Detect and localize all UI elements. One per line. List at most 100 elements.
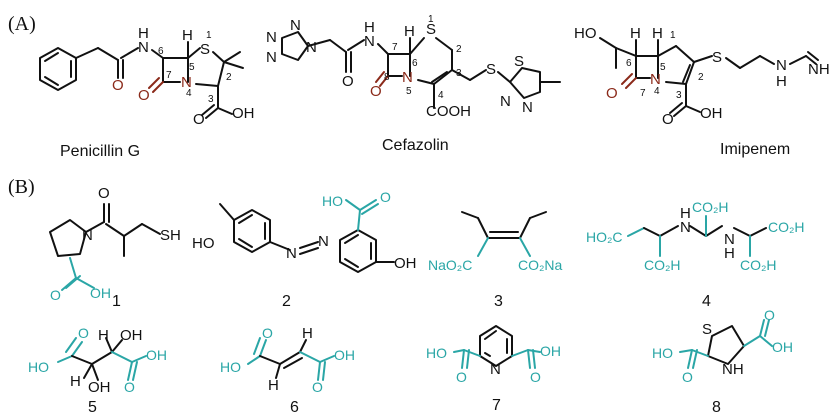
penicillin-g-structure: [39, 41, 244, 119]
cefazolin-num-7: 7: [392, 42, 398, 53]
panel-label-b: (B): [8, 176, 35, 198]
compound-4-label: 4: [702, 293, 711, 310]
compound-5-ho: HO: [28, 359, 49, 375]
compound-4-nh2-n: N: [724, 231, 735, 248]
compound-8-ho: HO: [652, 345, 673, 361]
compound-7-o-left: O: [456, 369, 467, 385]
compound-8-nh: NH: [722, 361, 744, 378]
imipenem-num-2: 2: [698, 72, 704, 83]
cefazolin-num-6: 6: [412, 58, 418, 69]
compound-3-label: 3: [494, 293, 503, 310]
penicillin-num-2: 2: [226, 72, 232, 83]
compound-8-structure: [679, 319, 773, 369]
compound-7-structure: [453, 325, 541, 369]
cefazolin-num-5: 5: [406, 86, 412, 97]
compound-7-n: N: [490, 361, 501, 378]
cefazolin-structure: [281, 31, 561, 109]
compound-1-label: 1: [112, 293, 121, 310]
imipenem-num-5: 5: [660, 62, 666, 73]
cefazolin-cooh: COOH: [426, 103, 471, 120]
imipenem-acid-oh: OH: [700, 105, 723, 122]
imipenem-s: S: [712, 49, 722, 66]
compound-6-o-right: O: [312, 379, 323, 395]
compound-1-structure: [49, 203, 161, 291]
compound-3-nao2c: NaO₂C: [428, 257, 472, 273]
cefazolin-thiadiazole-n1: N: [500, 93, 511, 110]
compound-4-co2h-right: CO₂H: [768, 219, 805, 235]
compound-2-label: 2: [282, 293, 291, 310]
compound-2-ho: HO: [192, 235, 215, 252]
penicillin-amide-n: N: [138, 39, 149, 56]
cefazolin-tetrazole-n1: N: [266, 29, 277, 46]
imipenem-name: Imipenem: [720, 141, 790, 158]
cefazolin-amide-n: N: [364, 33, 375, 50]
imipenem-n-h-h: H: [776, 73, 787, 90]
imipenem-ho: HO: [574, 25, 597, 42]
imipenem-h-c6: H: [630, 25, 641, 42]
compound-4-nh2-h: H: [724, 245, 735, 262]
penicillin-num-5: 5: [189, 62, 195, 73]
compound-7-o-right: O: [530, 369, 541, 385]
cefazolin-num-4: 4: [438, 90, 444, 101]
compound-2-azo-n1: N: [286, 245, 297, 262]
compound-4-co2h-bottom: CO₂H: [740, 257, 777, 273]
compound-8-o-left: O: [682, 369, 693, 385]
cefazolin-num-3: 3: [456, 68, 462, 79]
compound-4-co2h-top: CO₂H: [692, 199, 729, 215]
compound-4-ho2c: HO₂C: [586, 229, 623, 245]
compound-2-azo-n2: N: [318, 233, 329, 250]
penicillin-num-3: 3: [208, 94, 214, 105]
compound-3-structure: [461, 211, 547, 257]
compound-8-s: S: [702, 321, 712, 338]
penicillin-acid-oh: OH: [232, 105, 255, 122]
imipenem-acid-o: O: [662, 111, 674, 128]
penicillin-num-7: 7: [166, 70, 172, 81]
compound-3-co2na: CO₂Na: [518, 257, 563, 273]
compound-7-label: 7: [492, 397, 501, 414]
imipenem-n-h-n: N: [776, 57, 787, 74]
cefazolin-num-1: 1: [428, 14, 434, 25]
compound-4-structure: [627, 215, 767, 257]
compound-5-oh-top: OH: [120, 327, 143, 344]
imipenem-ring-n: N: [650, 71, 661, 88]
compound-5-structure: [57, 337, 147, 381]
compound-8-oh: OH: [772, 339, 793, 355]
compound-6-oh: OH: [334, 347, 355, 363]
compound-4-co2h-left: CO₂H: [644, 257, 681, 273]
compound-6-ho: HO: [220, 359, 241, 375]
penicillin-amide-h: H: [138, 25, 149, 42]
imipenem-num-6: 6: [626, 58, 632, 69]
cefazolin-amide-h: H: [364, 19, 375, 36]
penicillin-g-name: Penicillin G: [60, 143, 140, 160]
cefazolin-name: Cefazolin: [382, 137, 449, 154]
penicillin-carbonyl-o: O: [138, 87, 150, 104]
penicillin-acid-o: O: [193, 111, 205, 128]
compound-1-o: O: [98, 185, 110, 202]
cefazolin-num-8: 8: [384, 72, 390, 83]
imipenem-h-c5: H: [652, 25, 663, 42]
compound-6-label: 6: [290, 399, 299, 416]
compound-5-o-left: O: [78, 325, 89, 341]
compound-6-o-left: O: [262, 325, 273, 341]
cefazolin-s-linker: S: [486, 61, 496, 78]
cefazolin-num-2: 2: [456, 44, 462, 55]
cefazolin-ring-n: N: [402, 69, 413, 86]
compound-8-label: 8: [712, 399, 721, 416]
cefazolin-amide-o: O: [342, 73, 354, 90]
compound-8-o-right: O: [764, 307, 775, 323]
compound-5-h-bottom: H: [70, 373, 81, 390]
penicillin-num-1: 1: [206, 30, 212, 41]
compound-5-oh-bottom: OH: [88, 379, 111, 396]
penicillin-bridge-h: H: [182, 27, 193, 44]
compound-6-structure: [247, 337, 335, 381]
cefazolin-carbonyl-o: O: [370, 83, 382, 100]
penicillin-ring-n: N: [181, 74, 192, 91]
compound-1-sh: SH: [160, 227, 181, 244]
cefazolin-tetrazole-n2: N: [290, 17, 301, 34]
penicillin-amide-o: O: [112, 77, 124, 94]
imipenem-num-4: 4: [654, 86, 660, 97]
compound-5-label: 5: [88, 399, 97, 416]
imipenem-carbonyl-o: O: [606, 85, 618, 102]
compound-7-oh: OH: [540, 343, 561, 359]
